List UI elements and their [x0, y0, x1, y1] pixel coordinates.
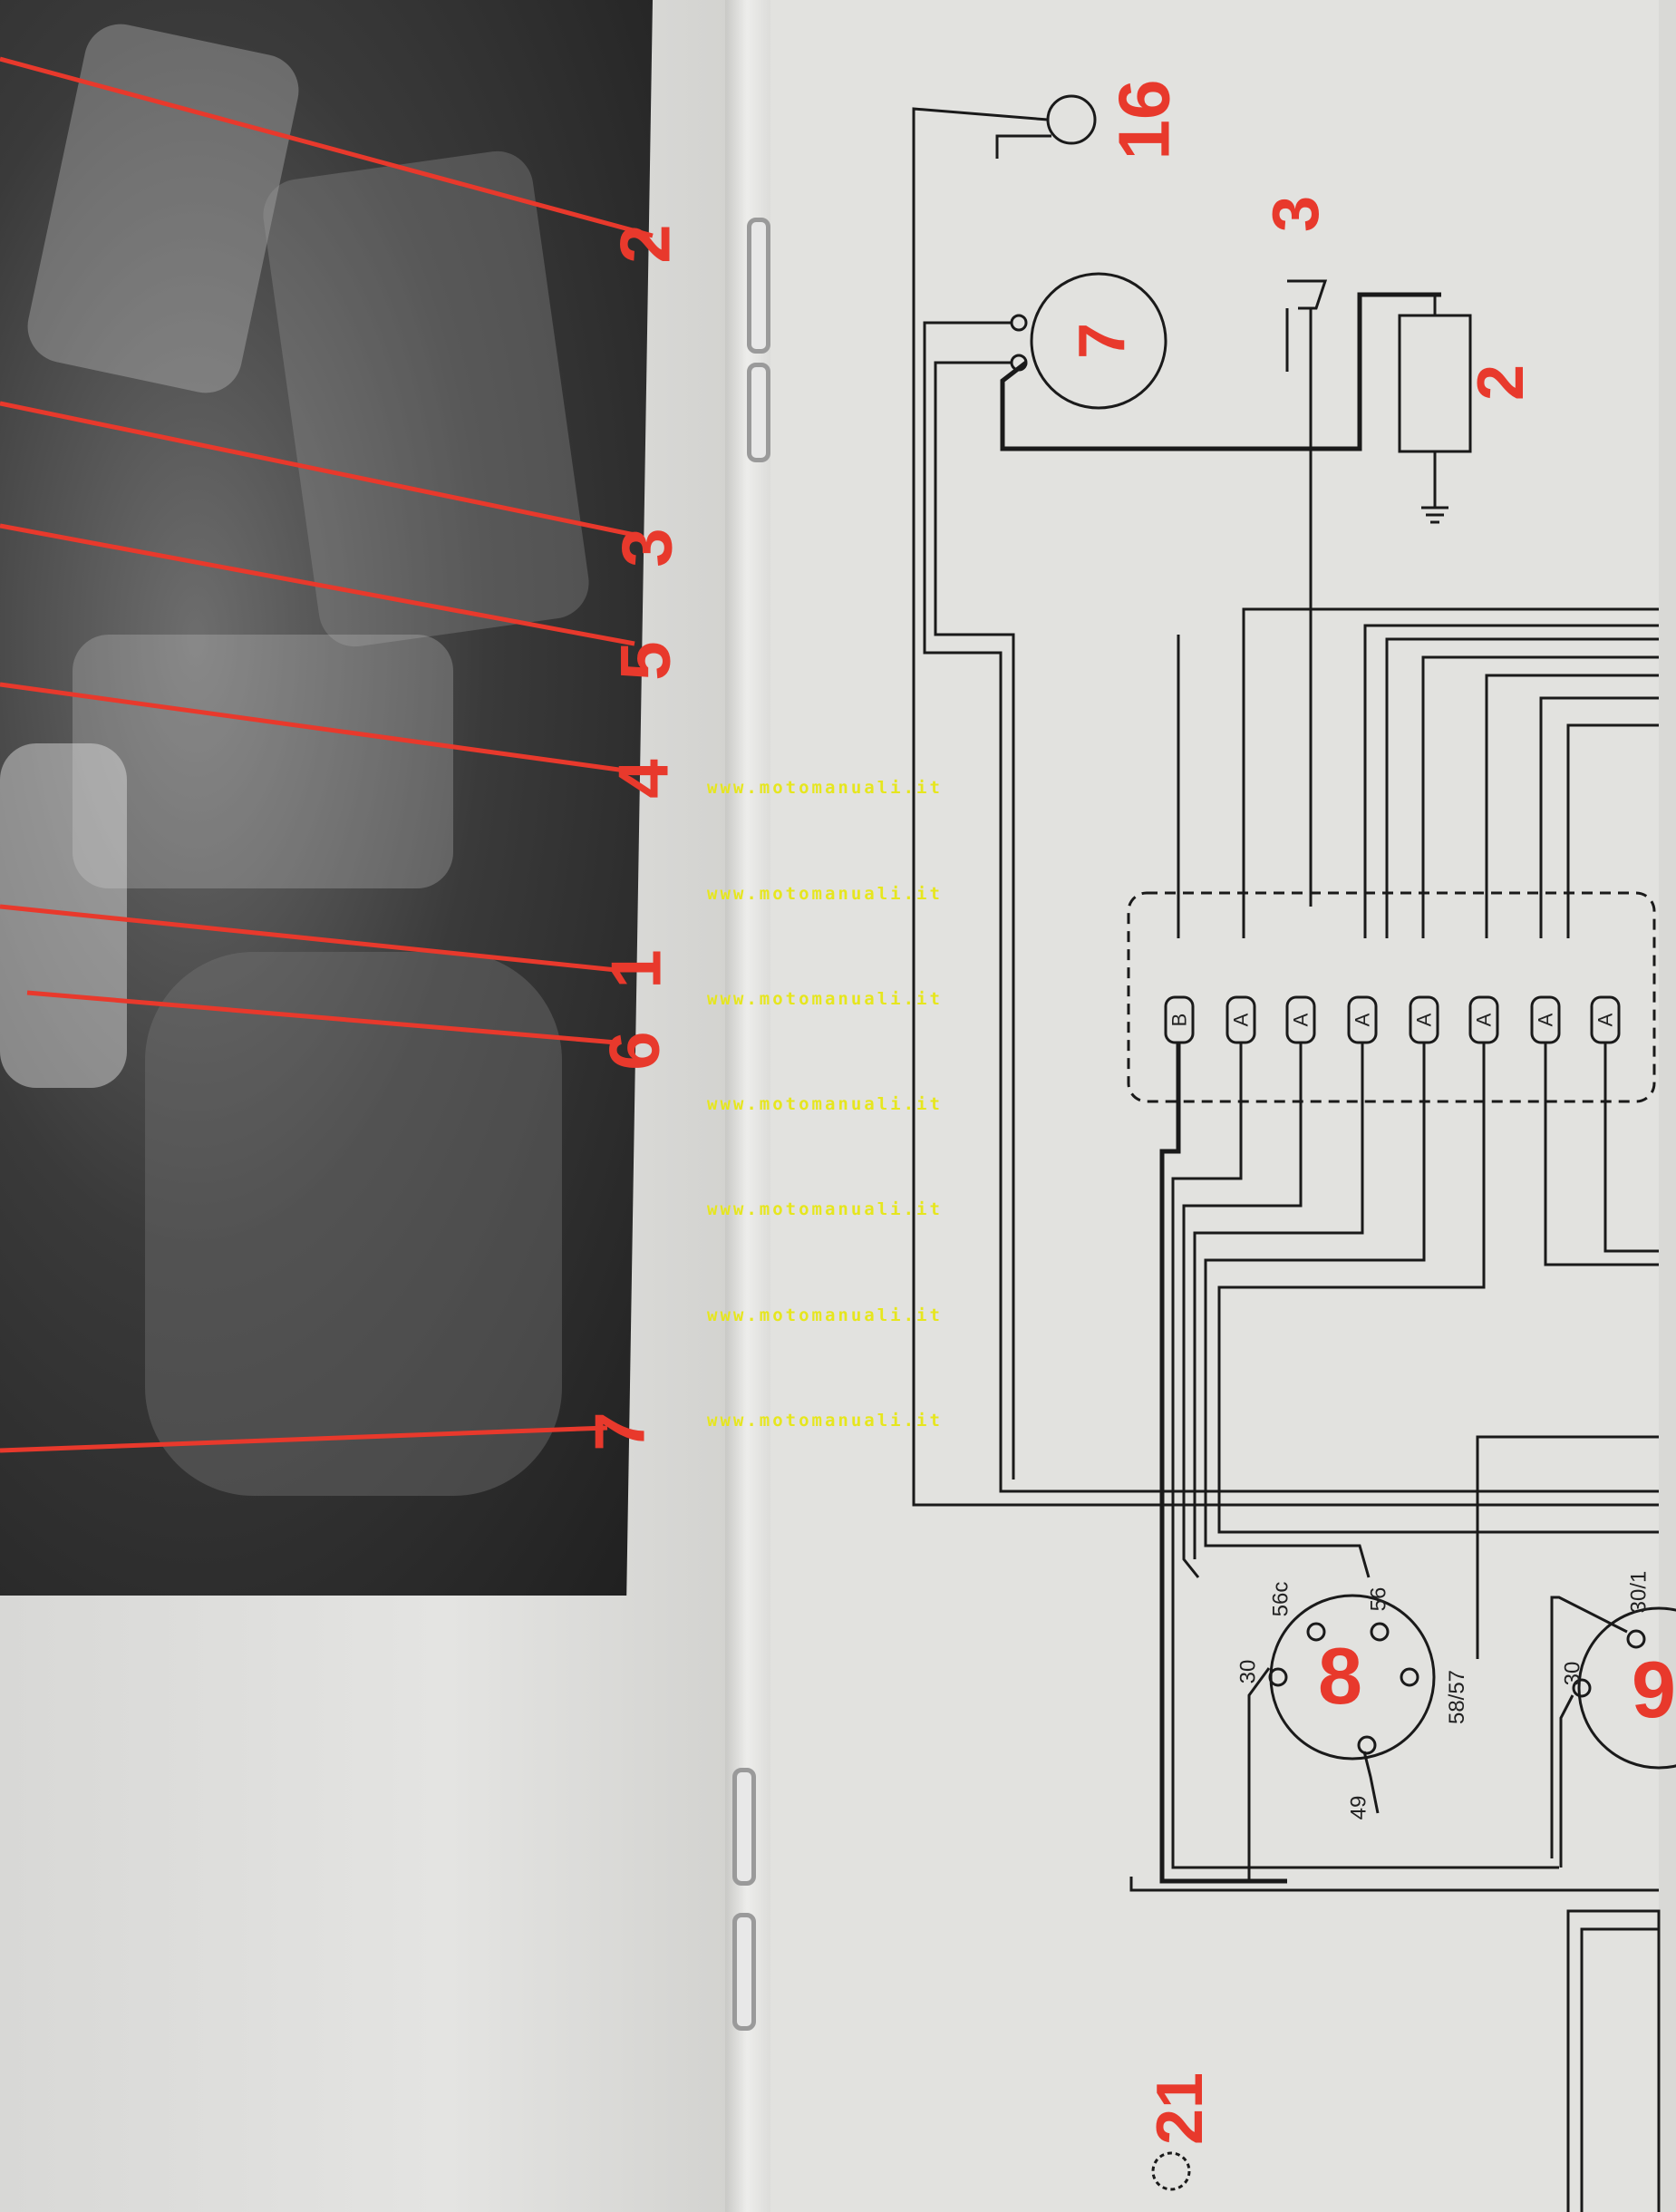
terminal	[1010, 314, 1028, 332]
wire	[1204, 1043, 1426, 1578]
headlamp-symbol	[1046, 94, 1097, 145]
label-battery-2: 2	[1465, 364, 1538, 402]
wire	[1550, 1596, 1628, 1858]
switch-8-terminal	[1400, 1667, 1419, 1687]
watermark: www.motomanuali.it	[707, 1094, 943, 1114]
photo-detail	[145, 952, 562, 1496]
leader-line-1	[0, 904, 617, 973]
connector-letter: A	[1412, 1013, 1436, 1027]
pin-label: 58/57	[1445, 1669, 1470, 1725]
label-switch-8: 8	[1318, 1631, 1362, 1721]
leader-line-3	[0, 401, 635, 538]
staple	[732, 1768, 756, 1886]
pin-label: 56	[1366, 1586, 1391, 1612]
wire-heavy	[1159, 1043, 1287, 1884]
staple	[747, 218, 770, 354]
switch-9-terminal	[1572, 1678, 1592, 1698]
staple	[732, 1913, 756, 2031]
wire	[1485, 674, 1659, 938]
label-headlamp-16: 16	[1103, 79, 1185, 160]
label-switch-9: 9	[1632, 1644, 1676, 1734]
connector-letter: A	[1229, 1013, 1253, 1027]
leader-line-2	[0, 56, 654, 238]
footer-symbol	[1151, 2151, 1191, 2191]
wire	[1539, 696, 1659, 938]
label-horn-3: 3	[1260, 195, 1333, 233]
wire	[1129, 1877, 1659, 1892]
wire	[1566, 723, 1659, 938]
leader-line-6	[26, 990, 617, 1045]
pin-label: 30	[1235, 1659, 1261, 1684]
pin-label: 56c	[1268, 1581, 1293, 1617]
wire	[1385, 637, 1659, 938]
engine-photo	[0, 0, 653, 1596]
switch-8-terminal	[1370, 1622, 1390, 1642]
wire	[1242, 607, 1659, 938]
wire-heavy	[1000, 292, 1441, 451]
switch-9-terminal	[1626, 1629, 1646, 1649]
pin-label: 30/1	[1626, 1570, 1652, 1614]
watermark: www.motomanuali.it	[707, 1199, 943, 1219]
left-page: 2 3 5 4 1 6 7	[0, 0, 743, 2212]
connector-letter: B	[1167, 1013, 1191, 1027]
bottom-frame-inner	[1580, 1927, 1661, 2212]
battery-symbol	[1398, 314, 1472, 453]
wire	[1363, 624, 1659, 938]
horn-symbol	[1287, 279, 1328, 310]
pin-label: 49	[1346, 1795, 1371, 1820]
photo-detail	[73, 635, 453, 888]
connector-letter: A	[1472, 1013, 1496, 1027]
wire	[923, 321, 1659, 1493]
staple	[747, 363, 770, 462]
wire	[1421, 655, 1659, 938]
connector-letter: A	[1351, 1013, 1374, 1027]
right-page	[770, 0, 1659, 2212]
wire	[1544, 1043, 1659, 1266]
leader-line-5	[0, 523, 635, 646]
label-footer-21: 21	[1144, 2071, 1217, 2146]
leader-line-7	[0, 1425, 608, 1453]
wire	[1362, 1751, 1380, 1814]
switch-9-symbol	[1577, 1606, 1676, 1770]
connector-letter: A	[1594, 1013, 1617, 1027]
leader-line-4	[0, 682, 626, 773]
switch-8-terminal	[1306, 1622, 1326, 1642]
watermark: www.motomanuali.it	[707, 884, 943, 904]
wire	[1171, 1043, 1559, 1869]
watermark: www.motomanuali.it	[707, 989, 943, 1009]
pin-label: 30	[1560, 1661, 1585, 1686]
photo-leader-lines	[0, 56, 654, 1453]
wire	[1217, 1043, 1659, 1534]
connector-letter: A	[1534, 1013, 1557, 1027]
connector-block	[1127, 891, 1656, 1103]
wire	[934, 361, 1015, 1480]
wire	[1247, 1667, 1271, 1881]
wire	[1182, 1043, 1303, 1578]
wire	[912, 107, 1659, 1507]
wire	[1603, 1043, 1659, 1253]
watermark: www.motomanuali.it	[707, 1411, 943, 1431]
generator-symbol	[1030, 272, 1167, 410]
label-generator-7: 7	[1066, 322, 1139, 360]
wire	[1476, 1435, 1659, 1659]
connector-letter: A	[1289, 1013, 1313, 1027]
switch-8-terminal	[1357, 1735, 1377, 1755]
watermark: www.motomanuali.it	[707, 778, 943, 798]
wire	[1193, 1043, 1364, 1559]
wire	[995, 134, 1051, 159]
switch-8-terminal	[1268, 1667, 1288, 1687]
wire	[1559, 1694, 1574, 1868]
watermark: www.motomanuali.it	[707, 1305, 943, 1325]
